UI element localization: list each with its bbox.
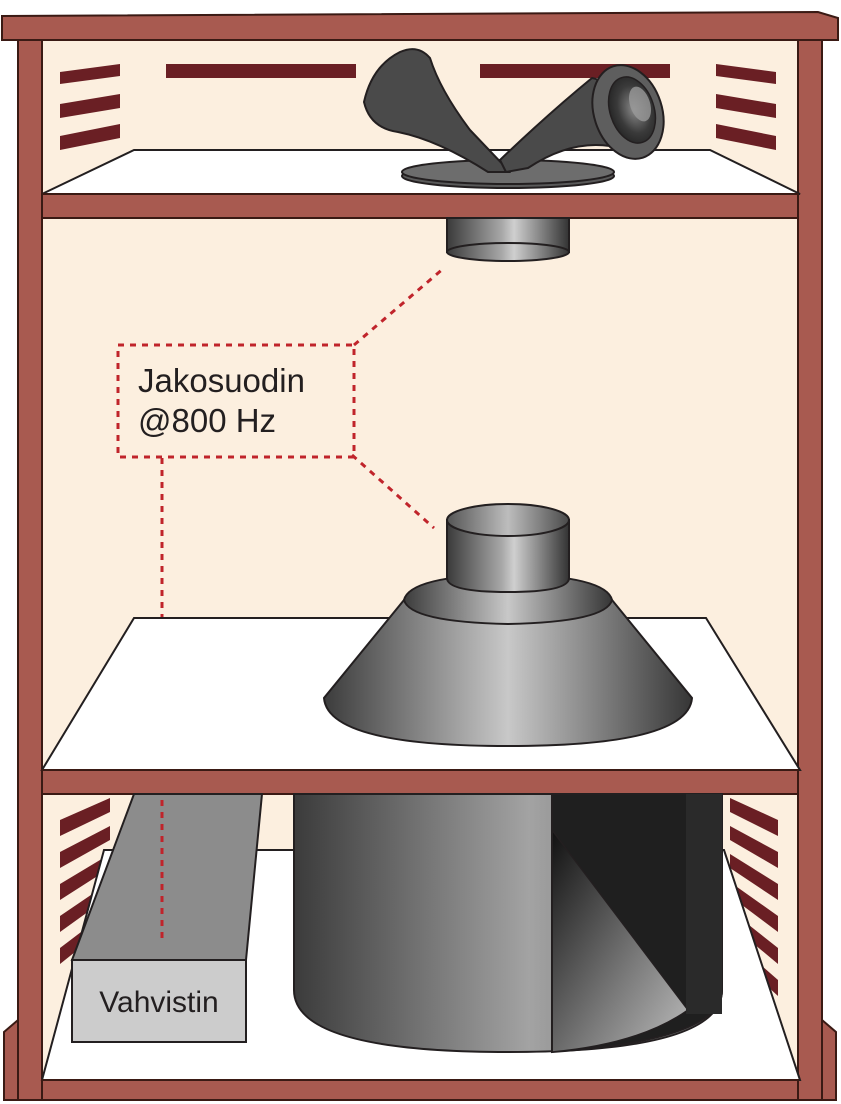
- crossover-label-frequency: @800 Hz: [138, 402, 276, 439]
- top-shelf: [41, 149, 801, 219]
- top-shelf-edge: [41, 193, 799, 219]
- cabinet-right-side: [797, 39, 823, 1101]
- mid-cone-driver: [322, 503, 694, 748]
- cone-lower: [322, 599, 694, 748]
- crossover-label-name: Jakosuodin: [138, 362, 305, 399]
- vent-slot: [716, 94, 776, 118]
- cone-cap-cylinder: [446, 519, 570, 594]
- crossover-link-upper: [353, 266, 445, 347]
- amplifier-label: Vahvistin: [99, 986, 219, 1019]
- amplifier-face: [71, 959, 247, 1043]
- vent-slot: [60, 94, 120, 118]
- crossover-callout: Jakosuodin @800 Hz: [116, 266, 445, 940]
- cabinet-left-side: [17, 39, 43, 1101]
- bass-mouth-panel: [551, 827, 690, 1053]
- vent-slot: [716, 64, 776, 84]
- cabinet-top-cap: [1, 10, 839, 41]
- horn-tweeter: [363, 48, 665, 189]
- cone-cap-top: [446, 503, 570, 537]
- vent-slot: [60, 124, 120, 150]
- bottom-edge: [41, 1079, 799, 1101]
- compression-driver: [446, 217, 570, 262]
- vent-slot: [60, 64, 120, 84]
- bass-horn-enclosure: [293, 793, 723, 1054]
- upper-vents: [60, 64, 776, 150]
- vent-slot: [166, 64, 356, 78]
- cabinet-left-foot: [3, 1017, 19, 1101]
- middle-shelf-edge: [41, 769, 799, 795]
- cabinet-right-foot: [821, 1017, 837, 1101]
- crossover-box: [116, 343, 356, 459]
- amplifier: Vahvistin: [70, 793, 264, 1043]
- vent-slot: [716, 124, 776, 150]
- horn-left-flare: [363, 48, 511, 173]
